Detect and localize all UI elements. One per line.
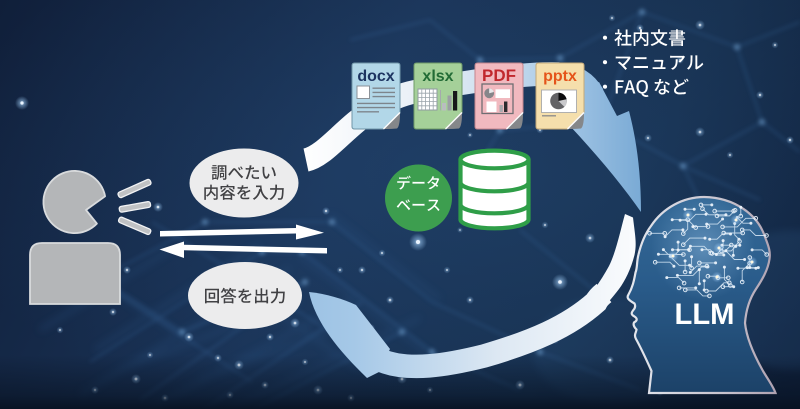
- svg-text:pptx: pptx: [543, 68, 577, 85]
- svg-text:LLM: LLM: [675, 298, 735, 331]
- svg-text:docx: docx: [357, 68, 394, 85]
- svg-text:xlsx: xlsx: [422, 68, 453, 85]
- svg-text:PDF: PDF: [482, 66, 516, 85]
